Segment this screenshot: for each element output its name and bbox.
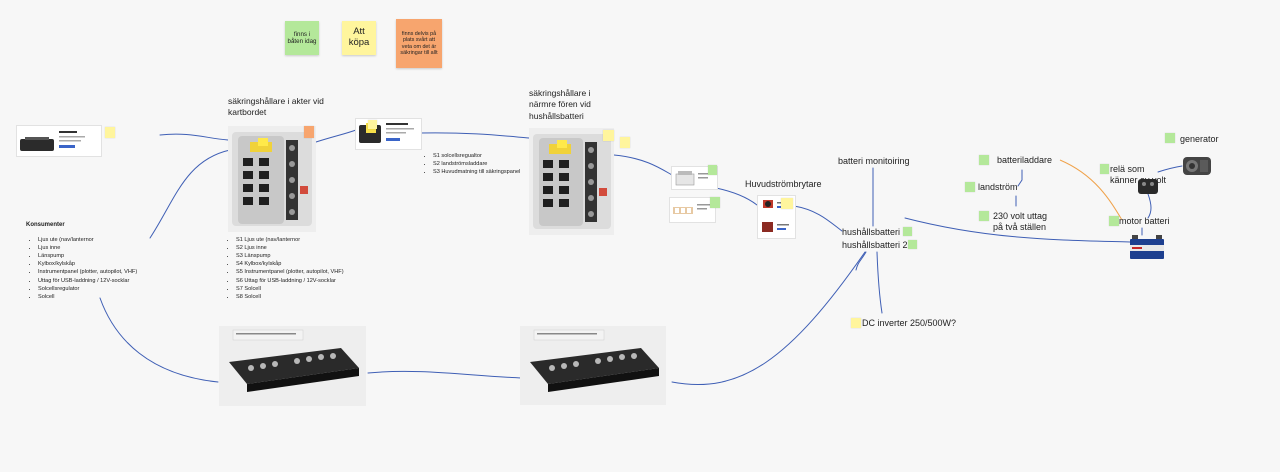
list-item: Instrumentpanel (plotter, autopilot, VHF… [38,268,168,276]
wire-mainswitch-to-house [793,205,843,232]
wire-house-down [855,251,867,271]
status-square-dc-inverter [851,318,861,328]
status-square-fwd-holder-1 [603,130,614,141]
status-square-aft-holder [304,126,314,138]
wire-busbar-to-house [671,251,866,386]
wire-fwd-to-right [613,154,673,176]
list-item: Kylbox/kylskåp [38,260,168,268]
fuse-block-icon [232,132,312,226]
bus-bar-photo-2 [520,326,666,405]
generator-label: generator [1180,134,1219,144]
status-square-main-switch [781,198,793,209]
battery-icon [1130,235,1164,259]
wire-charger-to-landstrom [1017,169,1023,187]
list-item: S3 Länspump [236,252,356,260]
wire-busbar-to-busbar [367,370,523,379]
battery-charger-label: batteriladdare [997,155,1053,165]
battery-monitoring-label: batteri monitoiring [838,156,910,166]
list-item: S8 Solcell [236,293,356,301]
status-square-voltage-relay [1100,164,1109,174]
list-item: S6 Uttag för USB-laddning / 12V-socklar [236,277,356,285]
product-card-right-2 [669,197,716,223]
status-square-middle-product [368,120,377,129]
outlet-230-label: 230 volt uttag på två ställen [993,211,1048,233]
generator-icon [1183,157,1211,175]
product-card-middle [355,118,422,150]
relay-icon [1138,179,1158,194]
list-item: S2 landströmsladdare [433,160,553,168]
status-square-shore-power [965,182,975,192]
wire-relay-to-generator [1157,165,1183,173]
wire-house-to-motor [904,217,1131,243]
bus-bar-icon [530,329,659,392]
status-square-right-1 [708,165,717,175]
wire-house-to-inverter [876,251,883,314]
aft-holder-list: S1 Ljus ute (nav/lanternor S2 Ljus inne … [226,236,356,301]
legend-note-yellow: Att köpa [342,21,376,55]
wire-switchcard-to-fwd [419,132,530,139]
status-square-fwd-holder-2 [620,137,630,148]
fwd-fuse-block-photo [529,128,614,235]
status-square-left-product [105,127,115,138]
list-item: S2 Ljus inne [236,244,356,252]
aft-fuse-block-photo [228,126,316,232]
fuse-block-icon [533,134,611,229]
bus-bar-photo-1 [219,326,366,406]
main-switch-label: Huvudströmbrytare [745,179,822,189]
generator-photo [1180,151,1214,179]
list-item: Ljus ute (nav/lanternor [38,236,168,244]
product-card-left [16,125,102,157]
wire-aft-to-switchcard [315,129,357,143]
house-battery-1-label: hushållsbatteri 1 [842,227,908,237]
wire-consumers-to-busbar [99,297,219,383]
list-item: S7 Solcell [236,285,356,293]
status-square-motor-battery [1109,216,1119,226]
product-card-right-1 [671,166,718,190]
status-square-house-battery-2 [908,240,917,249]
list-item: Solcell [38,293,168,301]
list-item: Länspump [38,252,168,260]
fwd-holder-list: S1 solcellsregualtor S2 landströmsladdar… [423,152,553,176]
consumers-title: Konsumenter [26,222,65,228]
wire-consumers-to-aft [149,149,231,239]
status-square-battery-charger [979,155,989,165]
wire-relay-to-motor [1147,193,1152,219]
list-item: Solcellsregulator [38,285,168,293]
list-item: S1 Ljus ute (nav/lanternor [236,236,356,244]
status-square-outlet-230 [979,211,989,221]
motor-battery-photo [1128,233,1166,261]
legend-note-green: finns i båten idag [285,21,319,55]
voltage-relay-label: relä som känner av volt [1110,164,1167,185]
list-item: S4 Kylbox/kylskåp [236,260,356,268]
list-item: S1 solcellsregualtor [433,152,553,160]
status-square-right-2 [710,197,720,208]
house-battery-2-label: hushållsbatteri 2 [842,240,908,250]
wire-right-to-mainswitch [715,187,758,206]
status-square-house-battery-1 [903,227,912,236]
aft-holder-title: säkringshållare i akter vid kartbordet [228,96,324,118]
dc-inverter-label: DC inverter 250/500W? [862,318,957,328]
status-square-generator [1165,133,1175,143]
list-item: S3 Huvudmatning till säkringspanel [433,168,553,176]
bus-bar-icon [229,329,359,392]
legend-note-orange: finns delvis på plats svårt att veta om … [396,19,442,68]
list-item: S5 Instrumentpanel (plotter, autopilot, … [236,268,356,276]
fwd-holder-title: säkringshållare i närmre fören vid hushå… [529,88,591,121]
shore-power-label: landström [978,182,1018,192]
motor-battery-label: motor batteri [1119,216,1170,226]
consumers-list: Ljus ute (nav/lanternor Ljus inne Länspu… [28,236,168,301]
wire-charger-to-motor [1059,159,1123,221]
wire-left-product-to-aft [159,133,229,141]
list-item: Uttag för USB-laddning / 12V-socklar [38,277,168,285]
list-item: Ljus inne [38,244,168,252]
relay-photo [1136,176,1160,196]
